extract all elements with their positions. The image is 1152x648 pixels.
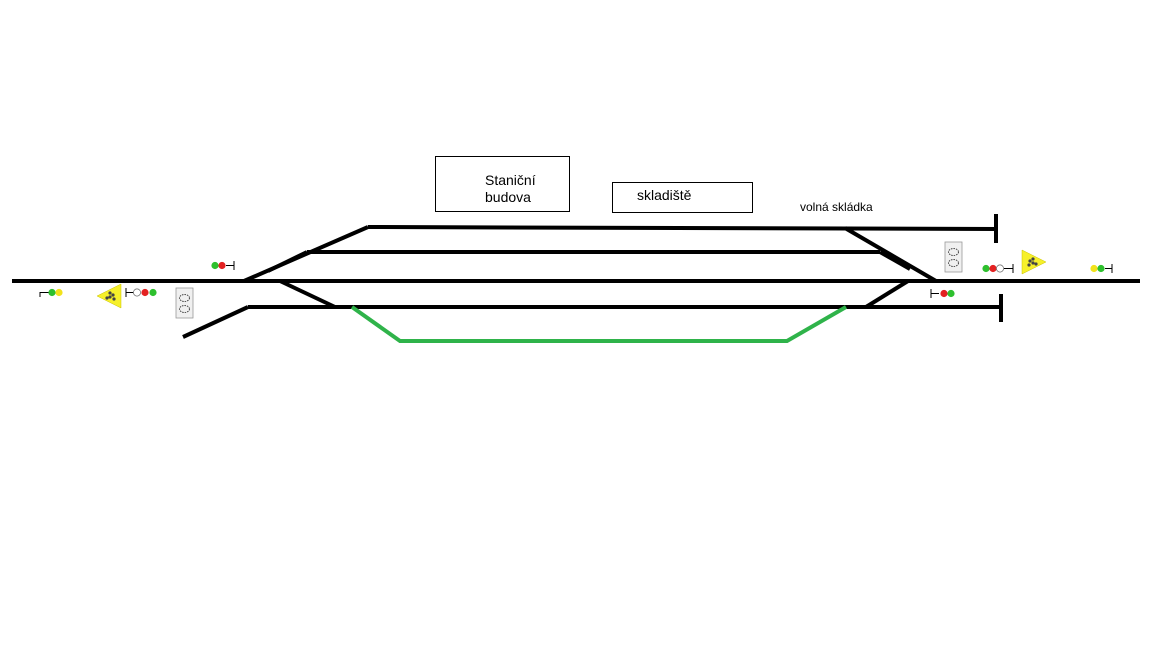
warehouse-box: skladiště [612, 182, 753, 213]
signal-lights-icon [930, 289, 955, 298]
warehouse-label: skladiště [637, 187, 692, 203]
siding-spur-left [182, 305, 249, 339]
switch-right-lower [864, 279, 910, 309]
station-building-label-line2: budova [485, 189, 531, 205]
signal-lights-icon [982, 264, 1014, 273]
track-marker-icon [175, 287, 194, 319]
switch-right-track2 [879, 250, 911, 271]
signal-lights-icon [211, 261, 235, 270]
warning-triangle-icon [1021, 249, 1047, 275]
station-building-label-line1: Staniční [485, 172, 536, 188]
track-4 [367, 225, 999, 231]
warning-triangle-icon [96, 283, 122, 309]
signal-lights-icon [125, 288, 157, 297]
signal-lights-icon [1090, 264, 1113, 273]
switch-left-track2 [267, 250, 308, 273]
open-storage-label: volná skládka [800, 200, 873, 214]
station-building-box: Staniční budova [435, 156, 570, 212]
switch-right-upper [843, 226, 938, 283]
switch-left-lower [279, 279, 336, 309]
track-marker-icon [944, 241, 963, 273]
signal-lights-icon [39, 288, 63, 297]
highlighted-track [350, 305, 847, 343]
